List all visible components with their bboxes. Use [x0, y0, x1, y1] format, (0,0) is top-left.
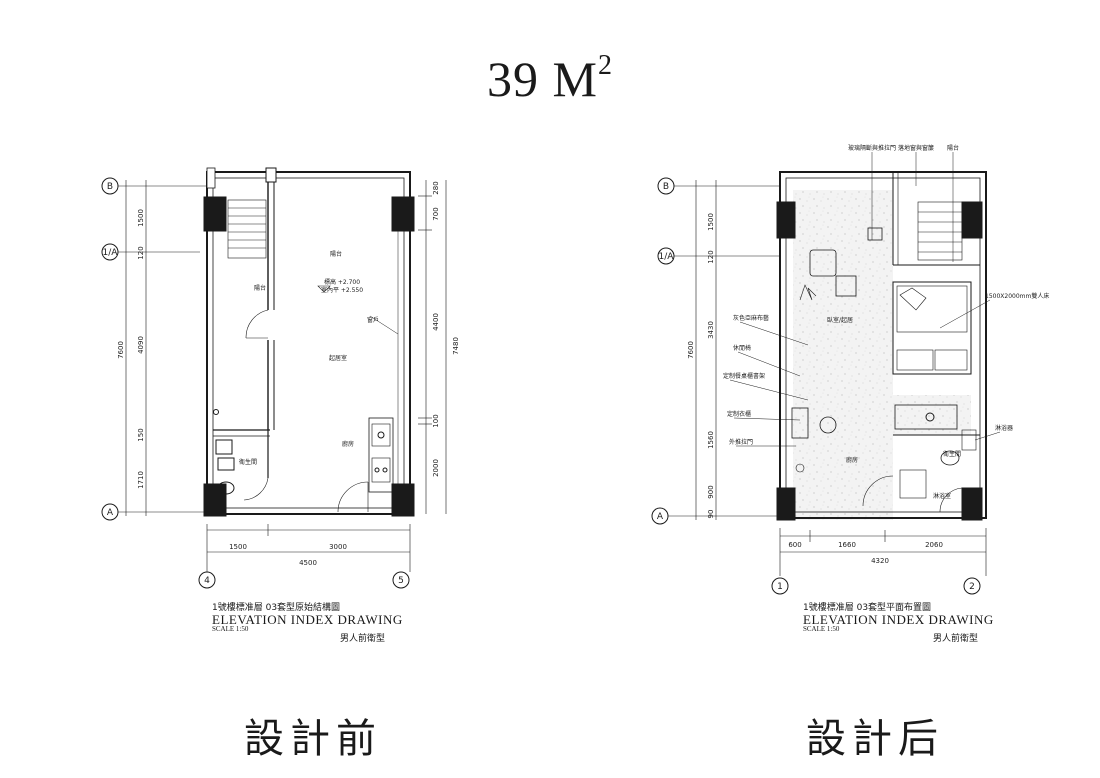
- grid-axis-left: [101, 177, 210, 521]
- dim-left-after-4: 1560: [707, 431, 715, 449]
- note-left-1: 灰色亞麻布藝: [733, 314, 769, 322]
- label-level: 標高 +2.700: [324, 278, 360, 286]
- label-living: 起居室: [329, 354, 347, 362]
- dim-left-after-2: 120: [707, 250, 715, 263]
- note-right-2: 淋浴器: [995, 424, 1013, 432]
- dim-bottom-after-1: 600: [788, 541, 801, 549]
- dim-right-5: 2000: [432, 459, 440, 477]
- dim-left-5: 1710: [137, 471, 145, 489]
- dim-left-4: 150: [137, 428, 145, 441]
- dim-left-after-3: 3430: [707, 321, 715, 339]
- plan-after: B 1/A A 1500 120 3430 1560 900 90 7600: [651, 144, 1049, 595]
- label-level2: 室內平 +2.550: [321, 286, 363, 294]
- title-block-en: ELEVATION INDEX DRAWING: [212, 612, 403, 627]
- title-block-subtitle: 男人前衛型: [340, 634, 386, 644]
- dim-left-after-1: 1500: [707, 213, 715, 231]
- title-block-cn: 1號樓標准層 03套型原始結構圖: [212, 603, 341, 613]
- dim-left-after-total: 7600: [687, 341, 695, 359]
- caption-before: 設計前: [244, 716, 382, 762]
- note-left-4: 定制衣櫃: [727, 410, 751, 418]
- grid-label-top: B: [107, 182, 113, 192]
- dim-left-1: 1500: [137, 209, 145, 227]
- note-top-1: 玻璃隔斷與推拉門: [848, 144, 896, 152]
- note-left-5: 外推拉門: [729, 438, 753, 446]
- label-corridor: 陽台: [254, 284, 266, 292]
- grid-col-right: 5: [398, 576, 404, 586]
- label-bath: 衛生間: [239, 458, 257, 466]
- plan-before: B 1/A A 1500 120 4090 150 1710 7600: [101, 167, 460, 589]
- page-title: 39 M2: [487, 50, 613, 107]
- dim-left-3: 4090: [137, 336, 145, 354]
- grid-col-left: 4: [204, 576, 210, 586]
- dim-left-after-5: 900: [707, 485, 715, 498]
- title-block-before: 1號樓標准層 03套型原始結構圖 ELEVATION INDEX DRAWING…: [212, 604, 412, 644]
- note-top-3: 陽台: [947, 144, 959, 152]
- grid-col-left-after: 1: [777, 582, 783, 592]
- note-right-1: 1500X2000mm雙人床: [985, 292, 1049, 300]
- title-block-subtitle-after: 男人前衛型: [933, 634, 979, 644]
- dim-bottom-2: 3000: [329, 543, 347, 551]
- label-kitchen: 廚房: [342, 440, 354, 448]
- dim-right-4: 100: [432, 414, 440, 427]
- grid-label-bottom-after: A: [657, 512, 664, 522]
- dim-right-3: 4400: [432, 313, 440, 331]
- title-block-en-after: ELEVATION INDEX DRAWING: [803, 612, 994, 627]
- dim-bottom-after-3: 2060: [925, 541, 943, 549]
- dim-bottom-after-total: 4320: [871, 557, 889, 565]
- dim-right-2: 700: [432, 207, 440, 220]
- title-block-scale-after: SCALE 1:50: [803, 625, 840, 633]
- label-window: 窗戶: [367, 316, 379, 324]
- label-bath-after: 衛生間: [943, 450, 961, 458]
- label-bedroom: 臥室/起居: [827, 316, 853, 324]
- label-shower: 淋浴室: [933, 492, 951, 500]
- dim-left-2: 120: [137, 246, 145, 259]
- caption-after: 設計后: [806, 716, 944, 762]
- grid-label-mid: 1/A: [103, 248, 119, 258]
- grid-label-mid-after: 1/A: [659, 252, 675, 262]
- label-kitchen-after: 廚房: [846, 456, 858, 464]
- title-block-scale: SCALE 1:50: [212, 625, 249, 633]
- dim-left-after-6: 90: [707, 510, 715, 519]
- label-balcony: 陽台: [330, 250, 342, 258]
- grid-label-top-after: B: [663, 182, 669, 192]
- title-block-cn-after: 1號樓標准層 03套型平面布置圖: [803, 603, 932, 613]
- title-block-after: 1號樓標准層 03套型平面布置圖 ELEVATION INDEX DRAWING…: [803, 604, 1003, 644]
- dim-left-total: 7600: [117, 341, 125, 359]
- note-left-2: 休閒椅: [733, 344, 751, 352]
- grid-col-right-after: 2: [969, 582, 975, 592]
- note-top-2: 落地窗與窗簾: [898, 144, 934, 152]
- dim-right-total: 7480: [452, 337, 460, 355]
- dim-bottom-1: 1500: [229, 543, 247, 551]
- grid-label-bottom: A: [107, 508, 114, 518]
- dim-right-1: 280: [432, 181, 440, 194]
- dim-bottom-after-2: 1660: [838, 541, 856, 549]
- note-left-3: 定制餐桌櫃書架: [723, 372, 765, 380]
- dim-bottom-total: 4500: [299, 559, 317, 567]
